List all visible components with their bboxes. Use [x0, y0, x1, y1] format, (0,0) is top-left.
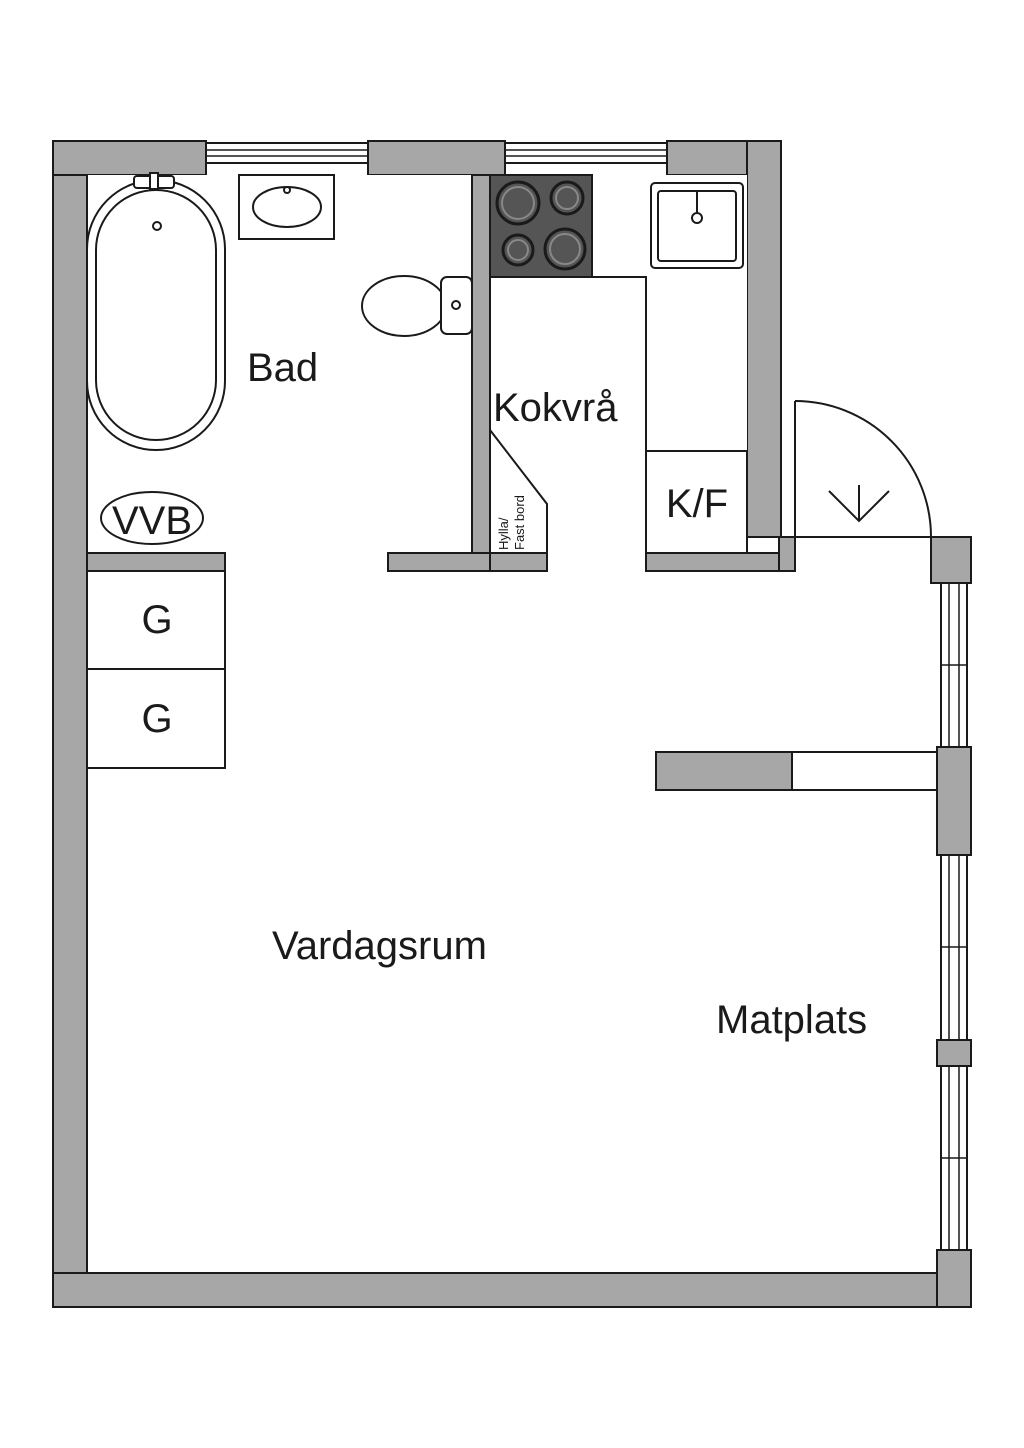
fridge-freezer: K/F	[645, 450, 748, 554]
closet-1: G	[86, 570, 226, 670]
stove-icon	[489, 174, 593, 278]
toilet-icon	[361, 275, 473, 337]
bathtub-icon	[86, 172, 226, 451]
room-label-living-room: Vardagsrum	[272, 924, 487, 968]
right-window-1	[940, 582, 968, 748]
outer-walls	[52, 140, 972, 1308]
room-label-bathroom: Bad	[247, 346, 318, 390]
top-window-bathroom	[205, 142, 369, 164]
washbasin-icon	[238, 174, 335, 240]
top-window-kitchen	[504, 142, 668, 164]
fridge-freezer-label: K/F	[666, 482, 728, 526]
closet-1-label: G	[141, 598, 172, 642]
arrow-down-icon	[828, 485, 890, 523]
water-heater-label: VVB	[112, 499, 192, 543]
kitchen-sink-icon	[650, 182, 744, 269]
entrance-door[interactable]	[781, 400, 932, 538]
shelf-label-line1: Hylla/	[496, 517, 511, 550]
shelf-label-line2: Fast bord	[512, 495, 527, 550]
closet-2-label: G	[141, 697, 172, 741]
shelf-table: Hylla/ Fast bord	[489, 429, 548, 554]
room-label-dining: Matplats	[716, 998, 867, 1042]
right-window-2	[940, 854, 968, 1041]
right-window-3	[940, 1065, 968, 1251]
closet-2: G	[86, 668, 226, 769]
room-label-kitchen: Kokvrå	[493, 386, 618, 430]
interior-walls	[86, 174, 938, 791]
water-heater: VVB	[100, 491, 204, 545]
